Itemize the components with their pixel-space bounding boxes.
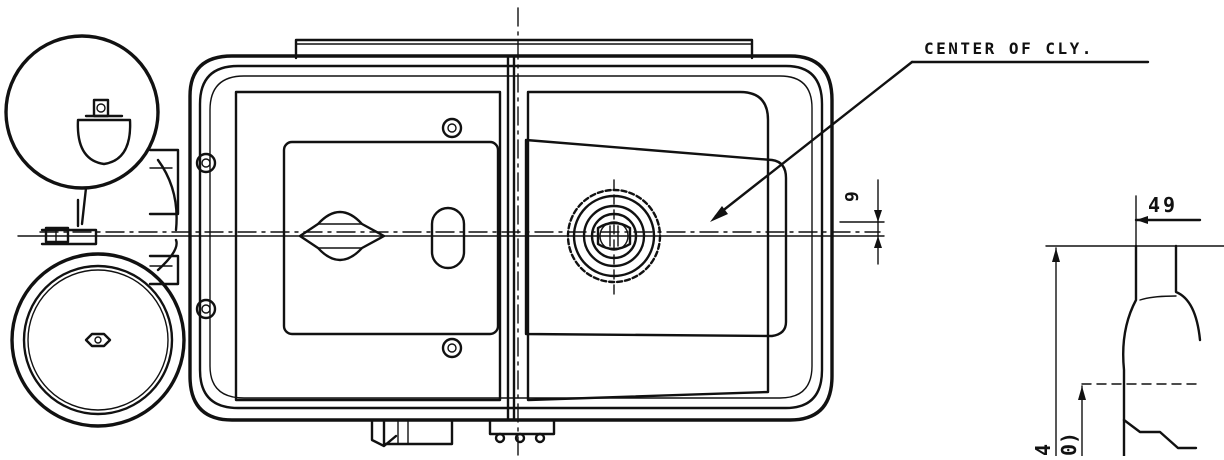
left-cover-panel [234, 90, 502, 402]
width-dimension [1134, 195, 1202, 247]
side-view-part [1081, 244, 1202, 458]
height-dimension-label-1: 4 [1031, 444, 1055, 456]
bolt-top [441, 117, 463, 139]
lower-flywheel [10, 252, 186, 428]
inspection-port [430, 206, 466, 270]
top-rail [294, 38, 754, 60]
height-dimension [1045, 245, 1224, 457]
bolt-bottom [441, 337, 463, 359]
flywheel-housing-link [148, 148, 180, 286]
offset-dimension [839, 179, 885, 265]
offset-dimension-label: 9 [842, 191, 863, 202]
fuel-cap [298, 210, 386, 262]
width-dimension-label: 49 [1148, 193, 1178, 217]
crankcase-outline [188, 54, 834, 422]
bolt-left-lower [195, 298, 217, 320]
bolt-left-upper [195, 152, 217, 174]
bottom-fittings [370, 418, 556, 448]
pulley-bracket [40, 226, 98, 246]
right-cover-panel [524, 90, 788, 402]
center-callout-leader [710, 60, 1150, 222]
center-callout-label: CENTER OF CLY. [924, 39, 1094, 58]
horizontal-center-line [17, 231, 885, 237]
body-split-line [506, 54, 516, 422]
upper-pulley [4, 34, 160, 228]
height-dimension-label-2: 0) [1057, 432, 1081, 456]
cylinder-knob [566, 179, 662, 301]
